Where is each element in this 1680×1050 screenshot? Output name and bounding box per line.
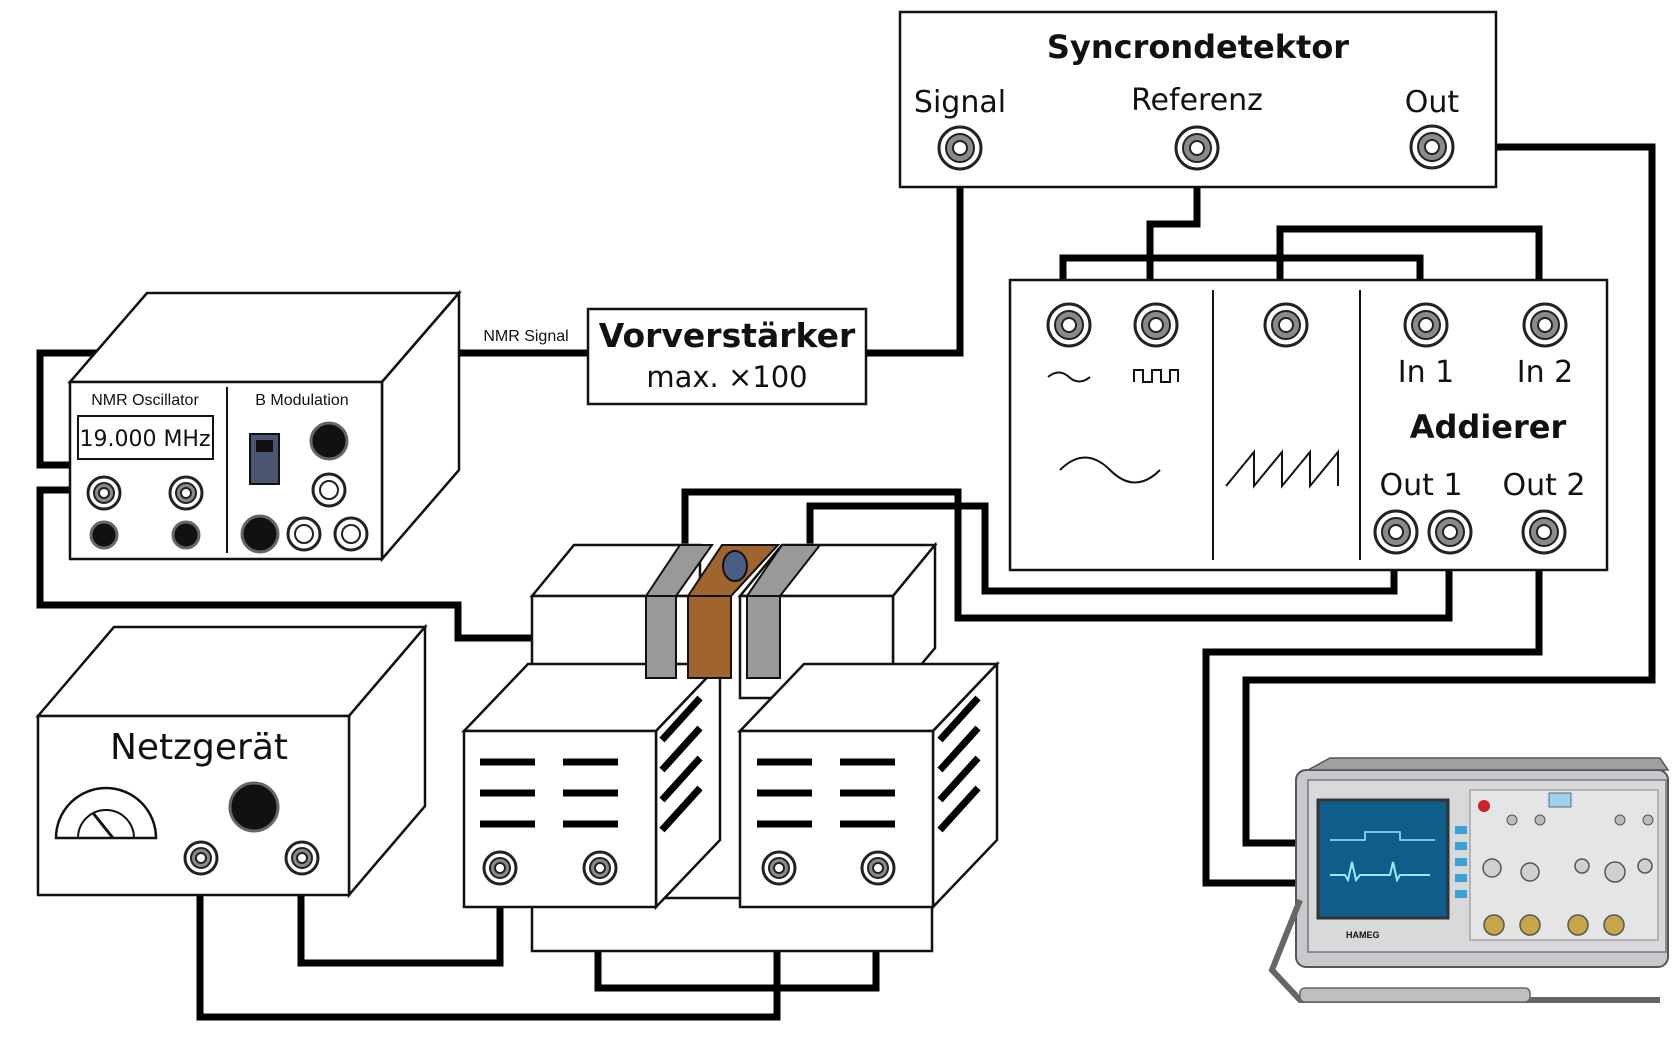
out1-jack-b[interactable] — [1427, 509, 1473, 555]
in2-jack[interactable] — [1522, 302, 1568, 348]
square-output-jack[interactable] — [1133, 302, 1179, 348]
cable-sync-out-to-scope — [1242, 143, 1656, 847]
reference-jack[interactable] — [1174, 125, 1220, 171]
power-supply-title: Netzgerät — [110, 727, 288, 768]
out1-jack-a[interactable] — [1373, 509, 1419, 555]
modulation-label: B Modulation — [255, 392, 348, 409]
modulation-amplitude-knob[interactable] — [240, 514, 280, 554]
nmr-oscillator: NMR Oscillator 19.000 MHz B Modulation — [67, 289, 462, 563]
square-wave-icon — [1133, 369, 1179, 383]
modulation-jack-1[interactable] — [311, 472, 347, 508]
adder-panel — [1008, 278, 1609, 572]
preamp-title: Vorverstärker — [599, 316, 856, 355]
osc-jack-right[interactable] — [168, 475, 204, 511]
modulation-knob[interactable] — [309, 421, 349, 461]
oscilloscope-buttons[interactable] — [1455, 826, 1467, 898]
oscillator-label: NMR Oscillator — [91, 392, 199, 409]
magnet — [461, 541, 1000, 953]
out2-jack[interactable] — [1521, 509, 1567, 555]
sync-out-jack[interactable] — [1409, 124, 1455, 170]
modulation-jack-3[interactable] — [333, 516, 369, 552]
reference-label: Referenz — [1131, 83, 1263, 118]
sine-icon — [1047, 371, 1091, 383]
sample-holder — [687, 595, 732, 679]
switch-lever — [256, 440, 273, 452]
coil-right-jack-a[interactable] — [761, 850, 797, 886]
frequency-value: 19.000 MHz — [79, 427, 210, 452]
cable-out2-to-scope — [1202, 526, 1543, 887]
oscilloscope: HAMEG — [1268, 757, 1670, 1003]
sync-detector-title: Syncrondetektor — [1047, 28, 1349, 66]
power-button[interactable] — [1478, 800, 1490, 812]
modulation-coil-right — [746, 595, 781, 679]
coil-left-jack-b[interactable] — [582, 850, 618, 886]
sample-icon — [722, 550, 748, 582]
oscilloscope-brand: HAMEG — [1346, 930, 1380, 940]
in1-jack[interactable] — [1403, 302, 1449, 348]
power-supply: Netzgerät — [35, 623, 428, 899]
coil-right-jack-b[interactable] — [860, 850, 896, 886]
function-generator-adder: In 1 In 2 Addierer Out 1 Out 2 — [1008, 278, 1609, 572]
modulation-jack-2[interactable] — [286, 516, 322, 552]
signal-jack[interactable] — [937, 125, 983, 171]
nmr-signal-label: NMR Signal — [483, 328, 568, 345]
in2-label: In 2 — [1517, 355, 1573, 390]
sine-output-jack[interactable] — [1046, 302, 1092, 348]
osc-knob-right[interactable] — [171, 520, 201, 550]
cable-osc-to-sample — [36, 486, 712, 642]
power-supply-knob[interactable] — [228, 781, 280, 833]
in1-label: In 1 — [1398, 355, 1454, 390]
preamp-gain: max. ×100 — [646, 360, 807, 394]
coil-left-jack-a[interactable] — [482, 850, 518, 886]
cable-preamp-to-signal — [862, 144, 964, 357]
frequency-display — [77, 415, 214, 460]
signal-label: Signal — [914, 85, 1006, 120]
osc-jack-left[interactable] — [86, 475, 122, 511]
out-label: Out — [1405, 85, 1460, 120]
cable-saw-to-in2 — [1276, 225, 1543, 326]
sawtooth-output-jack[interactable] — [1263, 302, 1309, 348]
oscilloscope-screen — [1316, 798, 1450, 920]
modulation-coil-left — [645, 595, 677, 679]
osc-knob-left[interactable] — [89, 520, 119, 550]
oscilloscope-knobs[interactable] — [1482, 814, 1654, 883]
adder-title: Addierer — [1410, 408, 1567, 446]
cable-out1-to-coil-b — [681, 488, 1453, 622]
out1-label: Out 1 — [1379, 468, 1462, 503]
out2-label: Out 2 — [1502, 468, 1585, 503]
preamplifier: Vorverstärker max. ×100 NMR Signal — [483, 307, 868, 406]
sawtooth-wave-icon — [1225, 449, 1339, 489]
psu-jack-minus[interactable] — [284, 840, 320, 876]
gauge-icon — [54, 786, 158, 840]
oscilloscope-input-jacks[interactable] — [1483, 914, 1625, 936]
sync-detector: Syncrondetektor Signal Referenz Out — [898, 10, 1498, 189]
cable-out1-to-coil-a — [806, 502, 1398, 595]
cable-psu-minus — [297, 851, 504, 967]
preamp-box — [586, 307, 868, 406]
psu-jack-plus[interactable] — [183, 840, 219, 876]
sine-wave-large-icon — [1059, 456, 1161, 484]
